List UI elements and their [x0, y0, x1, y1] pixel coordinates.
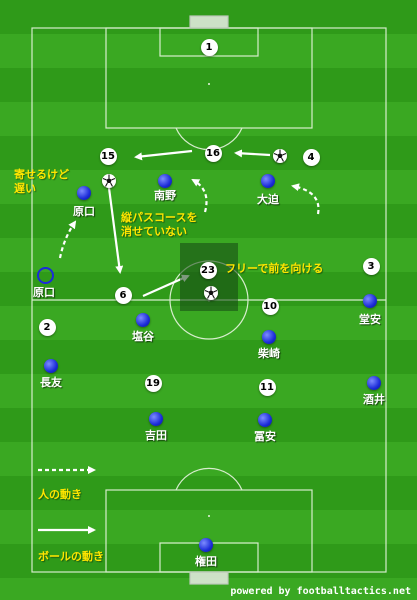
note-vertical-pass: 縦パスコースを 消せていない	[121, 211, 198, 238]
player-name: 吉田	[145, 429, 167, 442]
player-name: 原口	[73, 205, 95, 218]
player-number: 6	[114, 286, 132, 304]
player-marker	[262, 330, 276, 344]
player-name: 長友	[40, 376, 62, 389]
player-marker	[158, 174, 172, 188]
soccer-ball-icon	[204, 286, 218, 300]
player-number: 11	[258, 378, 276, 396]
player-name: 冨安	[254, 430, 276, 443]
player-marker	[136, 313, 150, 327]
move-arrow-haraguchi	[58, 220, 77, 259]
player-marker	[36, 266, 54, 284]
player-name: 大迫	[257, 193, 279, 206]
player-marker	[258, 413, 272, 427]
player-number: 4	[302, 148, 320, 166]
soccer-ball-icon	[273, 149, 287, 163]
move-arrow-osako	[291, 183, 320, 215]
player-name: 南野	[154, 189, 176, 202]
player-name: 塩谷	[132, 330, 154, 343]
player-number: 10	[261, 297, 279, 315]
player-marker	[77, 186, 91, 200]
player-marker	[367, 376, 381, 390]
player-number: 3	[362, 257, 380, 275]
player-number: 16	[204, 144, 222, 162]
pass-arrow-16-15	[134, 149, 193, 161]
player-number: 23	[199, 261, 217, 279]
player-name: 柴崎	[258, 347, 280, 360]
move-arrow-minamino	[191, 179, 208, 213]
player-marker	[363, 294, 377, 308]
credit-text: powered by footballtactics.net	[230, 586, 411, 597]
player-marker	[199, 538, 213, 552]
player-number: 19	[144, 374, 162, 392]
player-marker	[149, 412, 163, 426]
player-name: 権田	[195, 555, 217, 568]
player-number: 15	[99, 147, 117, 165]
player-marker	[44, 359, 58, 373]
note-turn-forward: フリーで前を向ける	[225, 262, 324, 275]
player-marker	[261, 174, 275, 188]
note-slow-press: 寄せるけど 遅い	[14, 168, 69, 195]
player-number: 1	[200, 38, 218, 56]
pass-arrow-4-16	[234, 149, 271, 158]
pass-arrow-15-6	[107, 187, 124, 274]
player-number: 2	[38, 318, 56, 336]
player-name: 酒井	[363, 393, 385, 406]
player-name: 原口	[33, 286, 55, 299]
soccer-ball-icon	[102, 174, 116, 188]
legend-ball-move: ボールの動き	[38, 550, 104, 563]
player-name: 堂安	[359, 313, 381, 326]
legend-player-move: 人の動き	[38, 488, 82, 501]
